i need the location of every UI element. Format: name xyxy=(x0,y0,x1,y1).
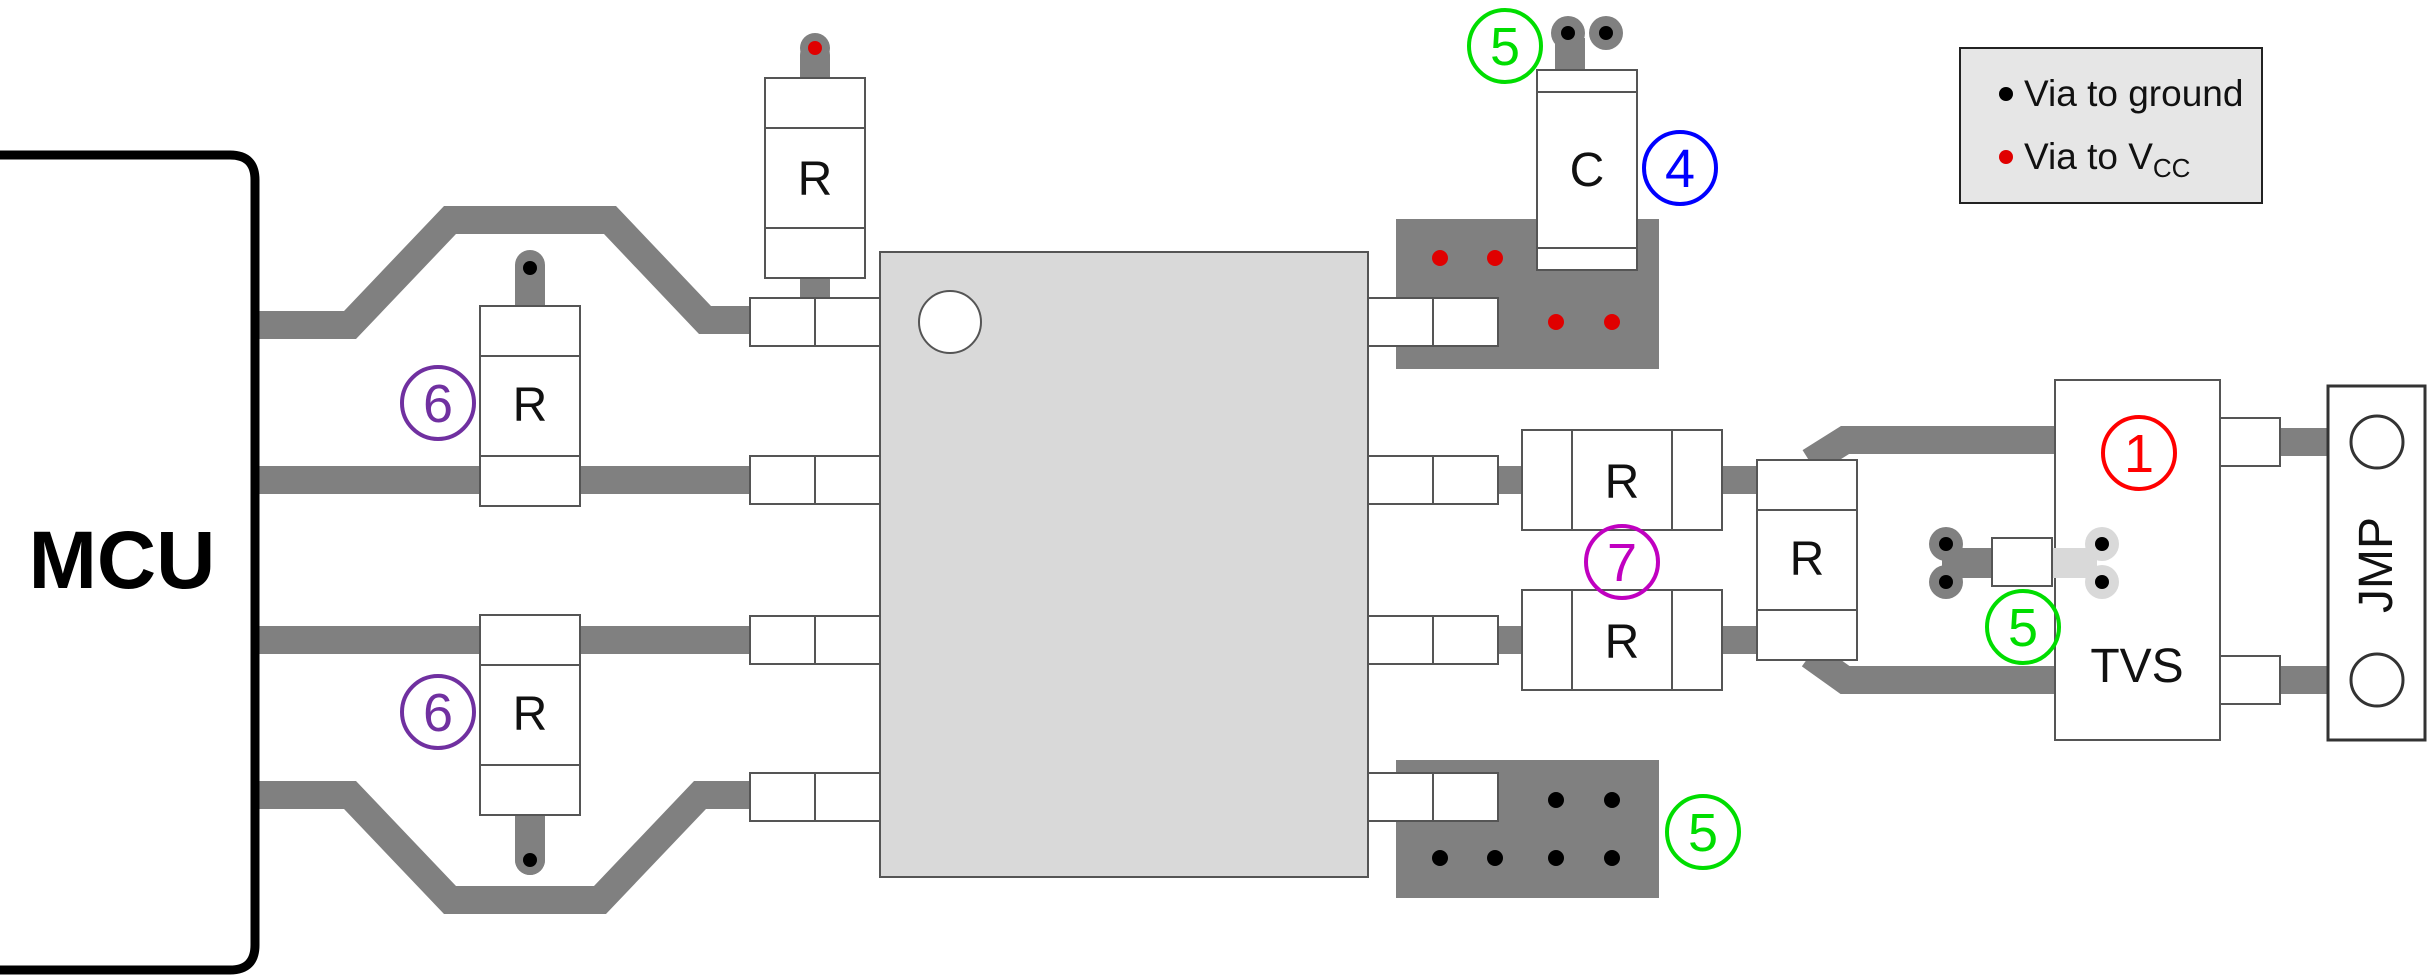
callout-capacitor-ground: 5 xyxy=(1467,8,1543,84)
trace-top-left xyxy=(255,206,760,339)
resistor-pulldown-lower-label: R xyxy=(513,688,548,741)
via-ground-pour xyxy=(1432,850,1448,866)
ic-left-pads xyxy=(749,297,881,822)
callout-ground-pad-number: 5 xyxy=(1688,803,1718,863)
resistor-series-upper: R xyxy=(1521,429,1723,531)
resistor-pulldown-lower-body xyxy=(479,614,581,816)
legend-vcc-subscript: CC xyxy=(2153,153,2191,183)
legend-vcc-text: Via to VCC xyxy=(2024,136,2190,183)
callout-capacitor-ground-ring xyxy=(1467,8,1543,84)
callout-tvs: 1 xyxy=(2101,415,2177,491)
callout-pullup-lower-ring xyxy=(400,674,476,750)
resistor-series-lower: R xyxy=(1521,589,1723,691)
resistor-top: R xyxy=(764,77,866,279)
resistor-pullup-upper-body xyxy=(479,305,581,507)
legend-ground-dot xyxy=(1999,87,2013,101)
right-traces xyxy=(1495,426,2330,694)
via-vcc-top-resistor xyxy=(808,41,822,55)
vcc-vias xyxy=(800,33,1620,330)
callout-tvs-number: 1 xyxy=(2124,424,2154,484)
resistor-pulldown-lower: R xyxy=(479,614,581,816)
resistor-series-lower-label: R xyxy=(1605,616,1640,669)
via-ground-upper-pullup xyxy=(523,261,537,275)
callout-capacitor: 4 xyxy=(1642,130,1718,206)
mcu-outline xyxy=(0,150,260,975)
resistor-termination-body xyxy=(1756,459,1858,661)
capacitor: C xyxy=(1536,38,1638,271)
callout-ground-pad-ring xyxy=(1665,794,1741,870)
via-ground-pour xyxy=(1548,850,1564,866)
callout-pullup-upper: 6 xyxy=(400,365,476,441)
jumper: JMP xyxy=(2326,384,2427,742)
callout-pullup-upper-number: 6 xyxy=(423,374,453,434)
resistor-series-upper-label: R xyxy=(1605,456,1640,509)
legend: Via to ground Via to VCC xyxy=(1959,47,2263,204)
via-ground-tvs xyxy=(1939,575,1953,589)
via-vcc-pour xyxy=(1604,314,1620,330)
via-ground-cap xyxy=(1561,26,1575,40)
via-ground-lower-pulldown xyxy=(523,853,537,867)
resistor-top-label: R xyxy=(798,153,833,206)
via-vcc-pour xyxy=(1487,250,1503,266)
ground-vias xyxy=(515,16,2119,875)
mcu-label: MCU xyxy=(29,515,216,606)
callout-ground-pad: 5 xyxy=(1665,794,1741,870)
via-vcc-pour xyxy=(1432,250,1448,266)
callout-series-resistors-ring xyxy=(1584,524,1660,600)
callout-tvs-ring xyxy=(2101,415,2177,491)
jumper-label: JMP xyxy=(2350,517,2403,613)
trace-lower-to-tvs xyxy=(1801,643,2060,694)
tvs-ground-pad xyxy=(1991,537,2053,587)
legend-box xyxy=(1959,47,2263,204)
resistor-top-body xyxy=(764,77,866,279)
legend-ground-label: Via to ground xyxy=(2024,73,2243,114)
capacitor-body xyxy=(1536,69,1638,271)
tvs-pad-top xyxy=(2219,417,2281,467)
trace-upper-to-tvs xyxy=(1802,426,2060,474)
tvs-label: TVS xyxy=(2090,640,2183,693)
via-ground-pour xyxy=(1548,792,1564,808)
callout-pullup-lower-number: 6 xyxy=(423,683,453,743)
ic-body xyxy=(879,251,1369,878)
resistor-termination: R xyxy=(1756,459,1858,661)
callout-pullup-upper-ring xyxy=(400,365,476,441)
pin1-marker xyxy=(918,290,982,354)
callout-capacitor-number: 4 xyxy=(1665,139,1695,199)
callout-capacitor-ground-number: 5 xyxy=(1490,17,1520,77)
resistor-pullup-upper-label: R xyxy=(513,379,548,432)
resistor-pullup-upper: R xyxy=(479,305,581,507)
resistor-termination-label: R xyxy=(1790,533,1825,586)
resistor-series-upper-body xyxy=(1521,429,1723,531)
capacitor-label: C xyxy=(1570,144,1605,197)
callout-tvs-ground-ring xyxy=(1985,589,2061,665)
via-ground-pour xyxy=(1604,850,1620,866)
via-ground-tvs xyxy=(1939,537,1953,551)
legend-vcc-label: Via to V xyxy=(2024,136,2153,177)
callout-tvs-ground-number: 5 xyxy=(2008,598,2038,658)
callout-capacitor-ring xyxy=(1642,130,1718,206)
legend-vcc-dot xyxy=(1999,150,2013,164)
via-ground-cap xyxy=(1599,26,1613,40)
jumper-pin-bottom xyxy=(2349,652,2405,708)
ic-right-pads xyxy=(1367,297,1499,822)
via-ground-tvs xyxy=(2095,537,2109,551)
via-vcc-pour xyxy=(1548,314,1564,330)
jumper-pin-top xyxy=(2349,414,2405,470)
trace-bottom-left xyxy=(255,781,760,914)
callout-series-resistors: 7 xyxy=(1584,524,1660,600)
callout-pullup-lower: 6 xyxy=(400,674,476,750)
callout-series-resistors-number: 7 xyxy=(1607,533,1637,593)
via-ground-pour xyxy=(1487,850,1503,866)
resistor-series-lower-body xyxy=(1521,589,1723,691)
via-ground-tvs xyxy=(2095,575,2109,589)
tvs-pad-bottom xyxy=(2219,655,2281,705)
callouts: 1 4 5 5 5 6 6 7 xyxy=(400,8,2177,870)
via-ground-pour xyxy=(1604,792,1620,808)
callout-tvs-ground: 5 xyxy=(1985,589,2061,665)
tvs-device: TVS xyxy=(1942,379,2281,741)
